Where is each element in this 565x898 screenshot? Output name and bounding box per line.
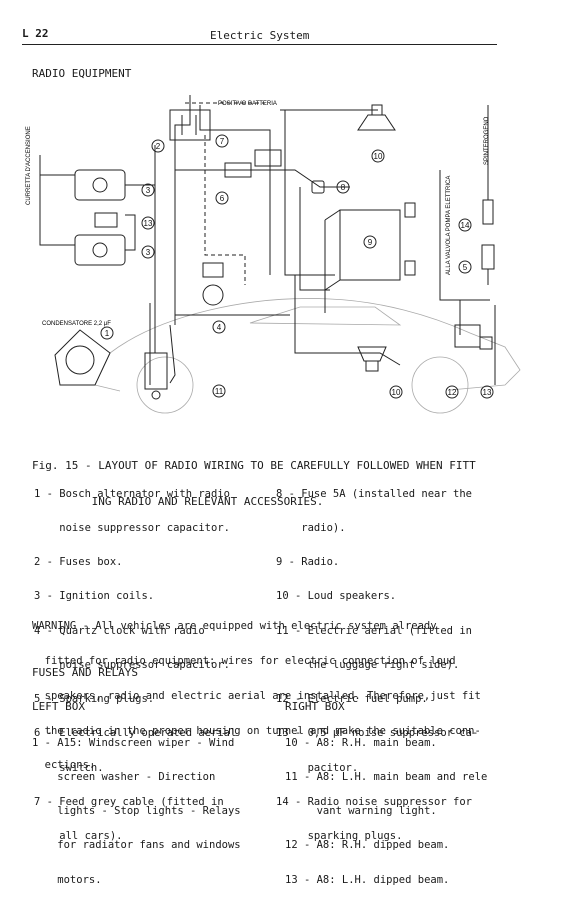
callout-8: 8 xyxy=(341,183,346,192)
legend-line: noise suppressor capacitor. xyxy=(34,522,230,535)
legend-line: pacitor. xyxy=(276,761,359,774)
legend-line: 12 - Electric fuel pump. xyxy=(276,693,428,706)
callout-10: 10 xyxy=(374,152,383,161)
callout-4: 4 xyxy=(217,323,222,332)
right-box-title: RIGHT BOX xyxy=(285,700,345,713)
legend-line: 1 - Bosch alternator with radio xyxy=(34,487,230,500)
legend-line: noise suppressor capacitor. xyxy=(34,658,230,671)
warning-line: the radio in the proper housing on tunne… xyxy=(32,724,481,737)
page-code: L 22 xyxy=(22,27,49,40)
fuse-line: 1 - A15: Windscreen wiper - Wind xyxy=(32,736,235,749)
callout-11: 11 xyxy=(215,387,224,396)
callout-10: 10 xyxy=(392,388,401,397)
callout-6: 6 xyxy=(220,194,225,203)
fuse-line: for radiator fans and windows xyxy=(32,839,241,852)
fuse-line: motors. xyxy=(32,873,102,886)
legend-line: 6 - Electrically operated aerial xyxy=(34,727,237,740)
fuse-line: screen washer - Direction xyxy=(32,771,216,784)
section-title-fuses: FUSES AND RELAYS xyxy=(32,666,138,679)
legend-line: the luggage right side). xyxy=(276,658,460,671)
fuse-line: vant warning light. xyxy=(285,805,437,818)
warning-paragraph: WARNING - All vehicles are equipped with… xyxy=(32,598,481,784)
callout-3: 3 xyxy=(146,248,151,257)
label-fuel-pump-valve: ALLA VALVOLA POMPA ELETTRICA xyxy=(446,176,452,275)
label-distributor: SPINTEROGENO xyxy=(484,116,490,165)
label-positive-battery: POSITIVO BATTERIA xyxy=(218,101,277,107)
legend-line: 3 - Ignition coils. xyxy=(34,590,155,603)
page-header-title: Electric System xyxy=(210,29,310,42)
callout-13: 13 xyxy=(144,219,153,228)
legend-line: 13 - 0,5 μF noise suppressor ca- xyxy=(276,727,479,740)
callout-2: 2 xyxy=(156,142,161,151)
legend-line: switch. xyxy=(34,761,104,774)
callout-12: 12 xyxy=(448,388,457,397)
legend-line: 4 - Quartz clock with radio xyxy=(34,624,205,637)
callout-13: 13 xyxy=(483,388,492,397)
legend-line: 5 - Sparking plugs. xyxy=(34,693,155,706)
callout-5: 5 xyxy=(463,263,468,272)
header-rule xyxy=(22,44,497,45)
legend-line: 10 - Loud speakers. xyxy=(276,590,397,603)
callout-7: 7 xyxy=(220,137,225,146)
fuse-line: 11 - A8: L.H. main beam and rele xyxy=(285,771,488,784)
left-box-title: LEFT BOX xyxy=(32,700,85,713)
legend-line: radio). xyxy=(276,522,346,535)
callout-3: 3 xyxy=(146,186,151,195)
right-box-list: 10 - A8: R.H. main beam. 11 - A8: L.H. m… xyxy=(285,715,487,898)
caption-line: Fig. 15 - LAYOUT OF RADIO WIRING TO BE C… xyxy=(32,459,476,472)
callout-9: 9 xyxy=(368,238,373,247)
legend-line: 9 - Radio. xyxy=(276,556,340,569)
warning-line: speakers, radio and electric aerial are … xyxy=(32,689,481,702)
caption-line: ING RADIO AND RELEVANT ACCESSORIES. xyxy=(32,495,324,508)
label-ignition-coil: CURRETTA D'ACCENSIONE xyxy=(26,126,32,205)
left-box-list: 1 - A15: Windscreen wiper - Wind screen … xyxy=(32,715,241,898)
label-condenser: CONDENSATORE 2,2 μF xyxy=(42,321,111,327)
figure-caption: Fig. 15 - LAYOUT OF RADIO WIRING TO BE C… xyxy=(32,436,476,520)
legend-line: 11 - Electric aerial (fitted in xyxy=(276,624,472,637)
section-title-radio: RADIO EQUIPMENT xyxy=(32,67,132,80)
warning-line: WARNING - All vehicles are equipped with… xyxy=(32,620,437,633)
fuse-line: lights - Stop lights - Relays xyxy=(32,805,241,818)
legend-line: 2 - Fuses box. xyxy=(34,556,123,569)
legend-line: 8 - Fuse 5A (installed near the xyxy=(276,487,472,500)
radio-wiring-diagram: POSITIVO BATTERIA CONDENSATORE 2,2 μF CU… xyxy=(26,95,521,414)
callout-14: 14 xyxy=(461,221,470,230)
warning-line: ections. xyxy=(32,759,96,772)
fuse-line: 10 - A8: R.H. main beam. xyxy=(285,736,437,749)
fuse-line: 12 - A8: R.H. dipped beam. xyxy=(285,839,450,852)
warning-line: fitted for radio equipment: wires for el… xyxy=(32,654,456,667)
callout-1: 1 xyxy=(105,329,110,338)
fuse-line: 13 - A8: L.H. dipped beam. xyxy=(285,873,450,886)
